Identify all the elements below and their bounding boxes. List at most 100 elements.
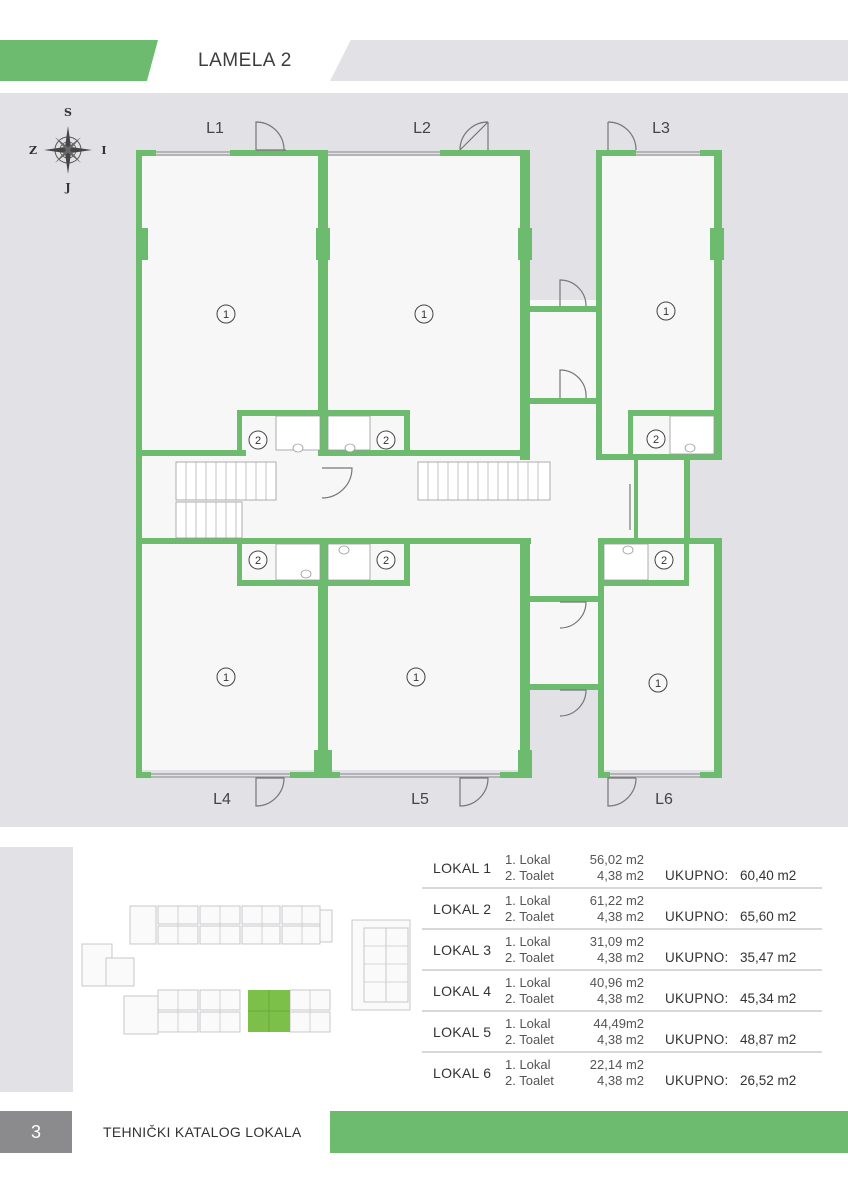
room-marker-toalet: 2 bbox=[255, 555, 261, 567]
area-lokal: 44,49m2 bbox=[593, 1016, 644, 1031]
room-marker-toalet: 2 bbox=[383, 435, 389, 447]
area-toalet: 4,38 m2 bbox=[597, 1032, 644, 1047]
compass-rose-icon bbox=[44, 126, 92, 174]
location-keymap bbox=[81, 905, 411, 1035]
area-lokal: 22,14 m2 bbox=[589, 1057, 644, 1072]
keymap-panel bbox=[0, 847, 73, 1092]
area-toalet: 4,38 m2 bbox=[597, 950, 644, 965]
compass-south: J bbox=[64, 181, 70, 194]
area-toalet: 4,38 m2 bbox=[597, 1073, 644, 1088]
item-lokal: 1. Lokal bbox=[505, 1016, 551, 1031]
room-marker-lokal: 1 bbox=[413, 672, 419, 684]
room-marker-lokal: 1 bbox=[223, 309, 229, 321]
floor-plan: S J Z I bbox=[29, 106, 724, 808]
room-marker-toalet: 2 bbox=[255, 435, 261, 447]
unit-label-l1: L1 bbox=[206, 120, 224, 137]
page-number: 3 bbox=[0, 1111, 72, 1153]
stair-steps bbox=[185, 462, 539, 538]
total-value: 60,40 m2 bbox=[740, 868, 797, 883]
windows bbox=[151, 151, 700, 778]
room-markers-1 bbox=[216, 301, 676, 693]
lokal-name: LOKAL 6 bbox=[433, 1065, 492, 1081]
compass-west: Z bbox=[29, 144, 37, 157]
item-lokal: 1. Lokal bbox=[505, 893, 551, 908]
room-marker-lokal: 1 bbox=[663, 306, 669, 318]
page-title: LAMELA 2 bbox=[198, 50, 292, 71]
total-label: UKUPNO: bbox=[665, 868, 729, 883]
total-label: UKUPNO: bbox=[665, 1073, 729, 1088]
lokal-name: LOKAL 5 bbox=[433, 1024, 492, 1040]
unit-label-l4: L4 bbox=[213, 791, 231, 808]
item-toalet: 2. Toalet bbox=[505, 1032, 554, 1047]
area-toalet: 4,38 m2 bbox=[597, 909, 644, 924]
item-toalet: 2. Toalet bbox=[505, 1073, 554, 1088]
room-marker-toalet: 2 bbox=[661, 555, 667, 567]
lokal-name: LOKAL 1 bbox=[433, 860, 492, 876]
area-lokal: 61,22 m2 bbox=[589, 893, 644, 908]
room-marker-toalet: 2 bbox=[383, 555, 389, 567]
lokal-name: LOKAL 4 bbox=[433, 983, 492, 999]
total-label: UKUPNO: bbox=[665, 909, 729, 924]
lokal-name: LOKAL 2 bbox=[433, 901, 492, 917]
item-toalet: 2. Toalet bbox=[505, 950, 554, 965]
room-marker-lokal: 1 bbox=[223, 672, 229, 684]
area-toalet: 4,38 m2 bbox=[597, 868, 644, 883]
item-toalet: 2. Toalet bbox=[505, 909, 554, 924]
room-marker-toalet: 2 bbox=[653, 434, 659, 446]
room-marker-lokal: 1 bbox=[421, 309, 427, 321]
total-value: 26,52 m2 bbox=[740, 1073, 797, 1088]
unit-label-l3: L3 bbox=[652, 120, 670, 137]
total-value: 65,60 m2 bbox=[740, 909, 797, 924]
item-toalet: 2. Toalet bbox=[505, 991, 554, 1006]
toilet-fixtures bbox=[275, 415, 715, 581]
compass-east: I bbox=[101, 144, 106, 157]
footer-green-bar bbox=[330, 1111, 848, 1153]
item-lokal: 1. Lokal bbox=[505, 1057, 551, 1072]
unit-label-l2: L2 bbox=[413, 120, 431, 137]
unit-label-l5: L5 bbox=[411, 791, 429, 808]
total-value: 48,87 m2 bbox=[740, 1032, 797, 1047]
unit-label-l6: L6 bbox=[655, 791, 673, 808]
keymap-highlight-lamela-2 bbox=[248, 990, 290, 1032]
item-lokal: 1. Lokal bbox=[505, 852, 551, 867]
footer-title: TEHNIČKI KATALOG LOKALA bbox=[103, 1124, 302, 1140]
room-marker-lokal: 1 bbox=[655, 678, 661, 690]
area-lokal: 40,96 m2 bbox=[589, 975, 644, 990]
compass-north: S bbox=[64, 106, 72, 119]
item-lokal: 1. Lokal bbox=[505, 975, 551, 990]
header-grey-bar bbox=[330, 40, 848, 81]
lokal-name: LOKAL 3 bbox=[433, 942, 492, 958]
total-label: UKUPNO: bbox=[665, 991, 729, 1006]
header-green-bar bbox=[0, 40, 158, 81]
item-toalet: 2. Toalet bbox=[505, 868, 554, 883]
area-lokal: 56,02 m2 bbox=[589, 852, 644, 867]
area-toalet: 4,38 m2 bbox=[597, 991, 644, 1006]
walls bbox=[136, 150, 724, 778]
total-label: UKUPNO: bbox=[665, 1032, 729, 1047]
door-icons bbox=[255, 121, 637, 807]
item-lokal: 1. Lokal bbox=[505, 934, 551, 949]
area-lokal: 31,09 m2 bbox=[589, 934, 644, 949]
total-label: UKUPNO: bbox=[665, 950, 729, 965]
total-value: 35,47 m2 bbox=[740, 950, 797, 965]
room-markers-2 bbox=[248, 429, 674, 570]
